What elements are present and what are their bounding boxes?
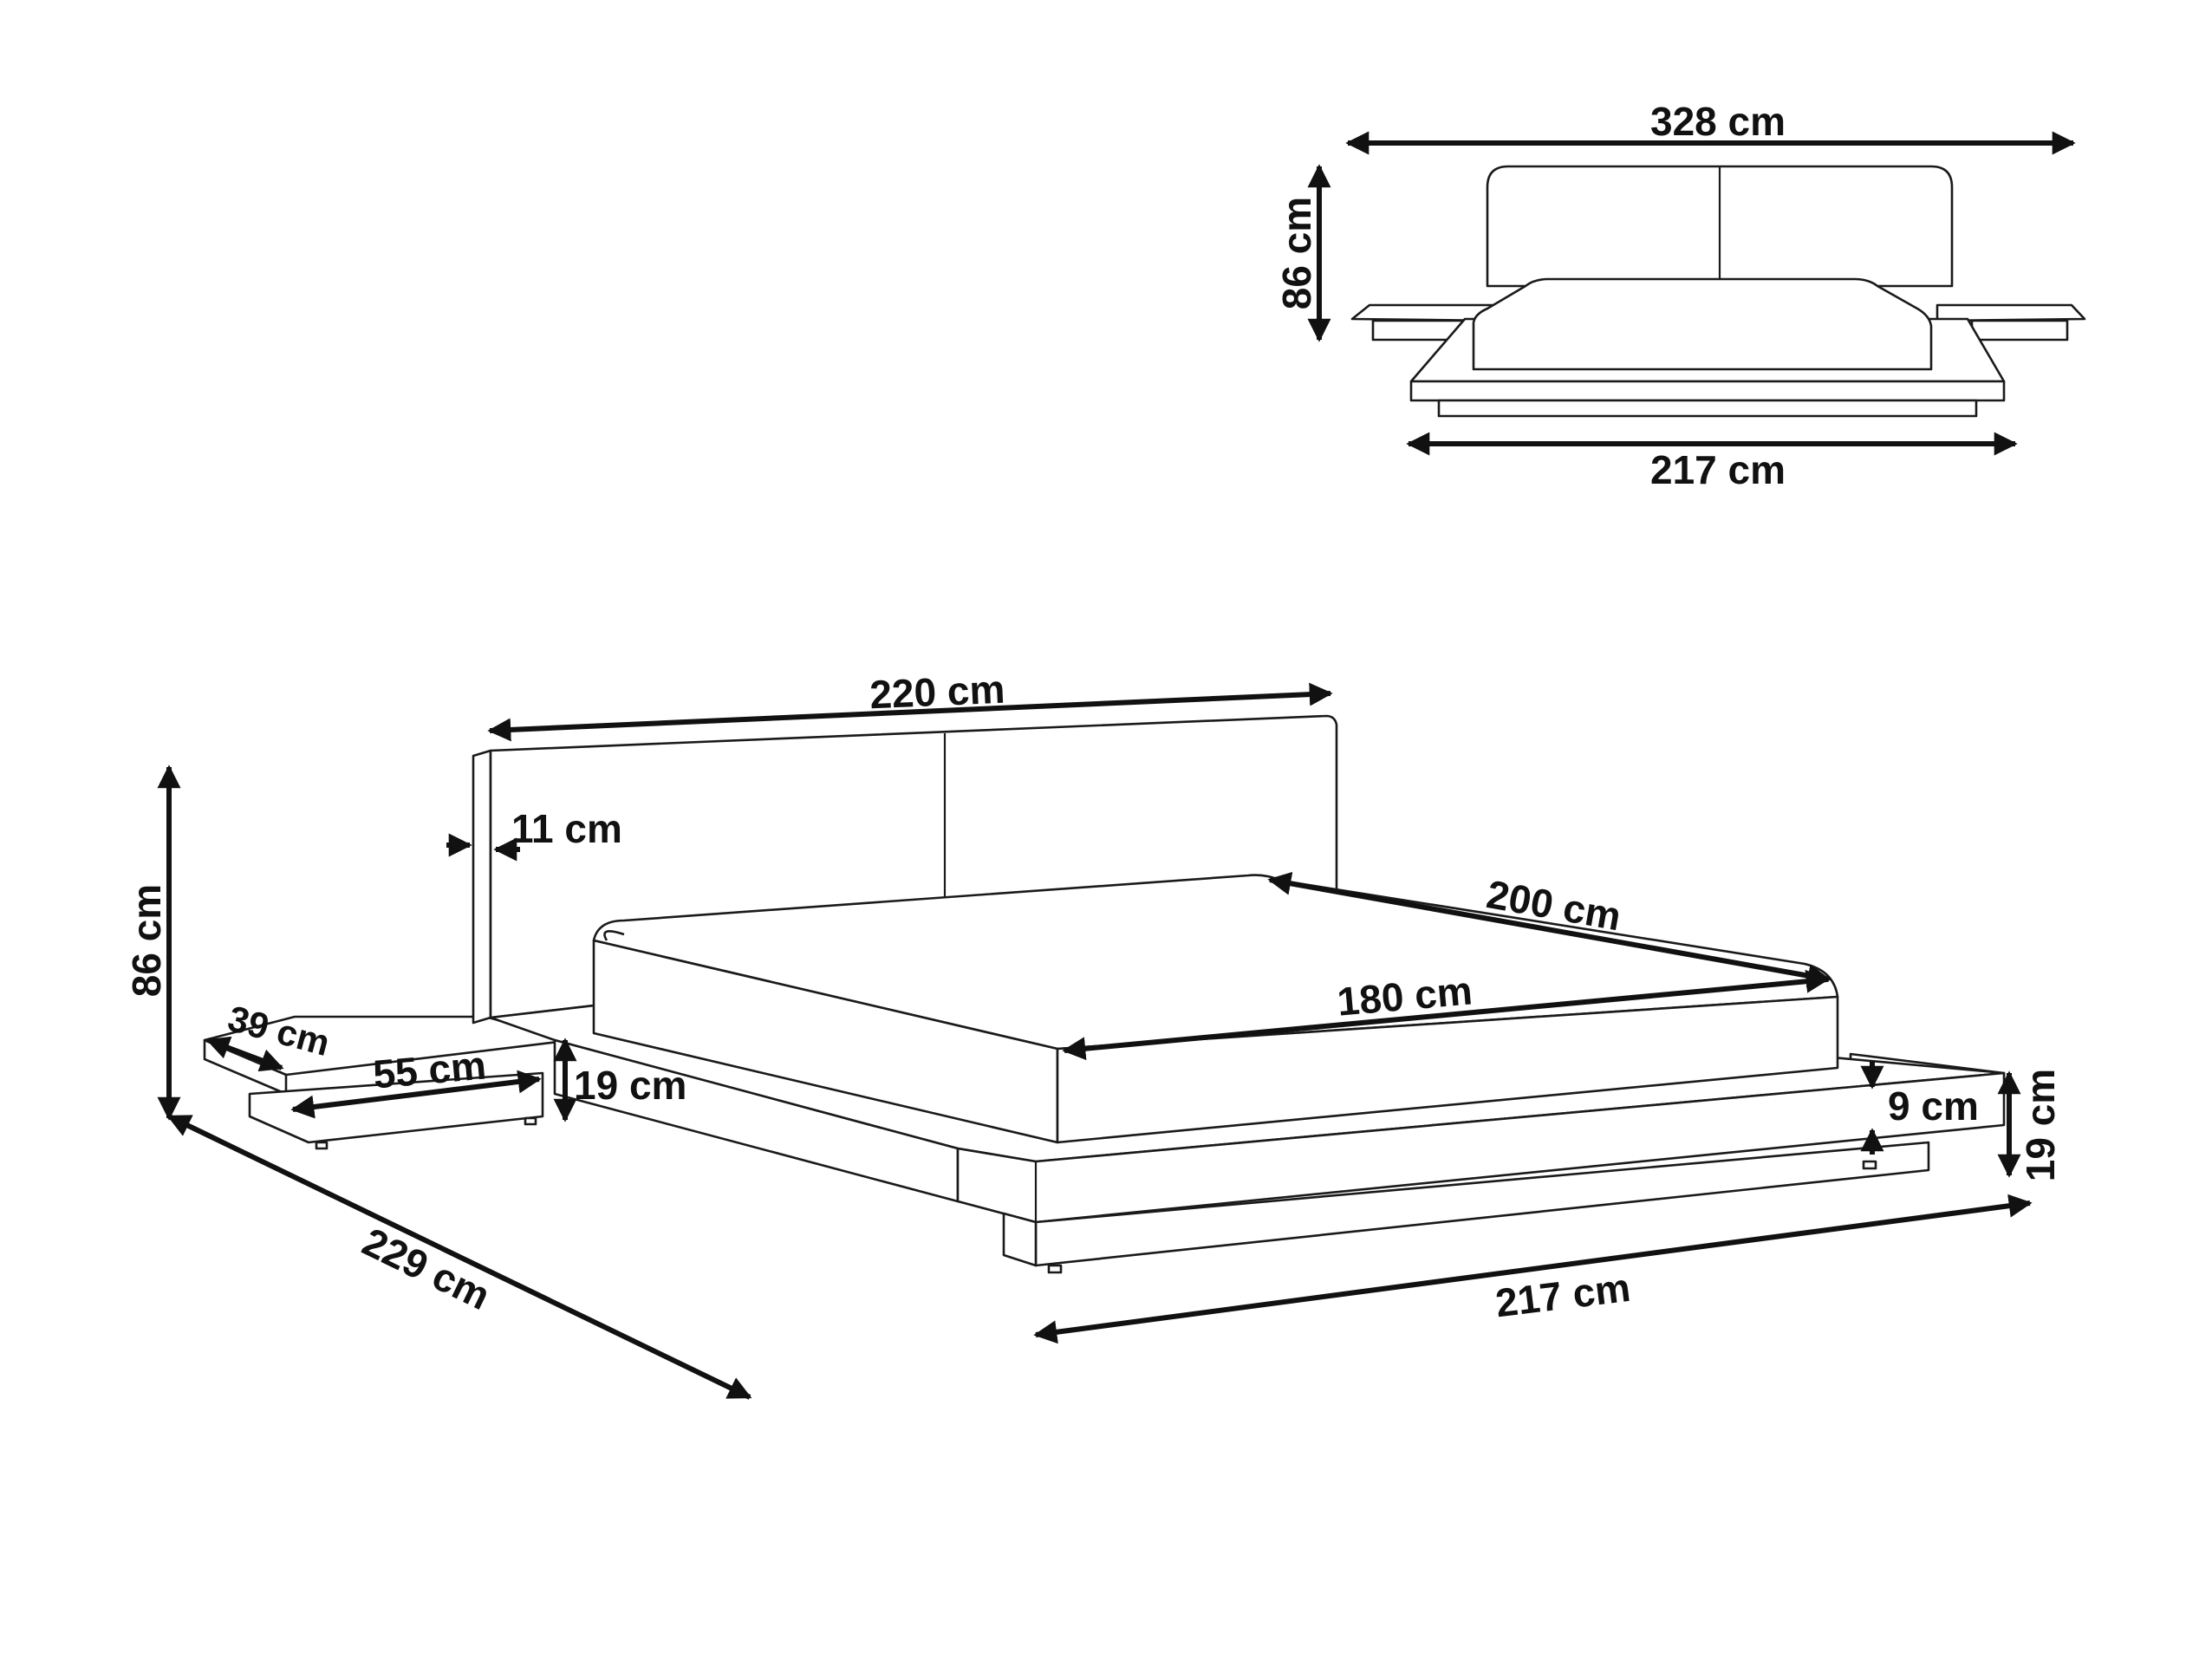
frame-width-dimension <box>1033 1194 2033 1344</box>
front-height-label: 86 cm <box>1274 197 1319 309</box>
nightstand-depth-dimension <box>205 1036 284 1072</box>
nightstand-foot-right <box>524 1116 537 1126</box>
frame-length-dimension <box>166 1114 752 1400</box>
front-total-width-label: 328 cm <box>1650 99 1786 144</box>
headboard-side <box>472 749 492 1025</box>
foot-front <box>1047 1264 1063 1274</box>
platform-plinth-side <box>1002 1212 1038 1267</box>
front-platform-face <box>1409 380 2006 402</box>
front-plinth <box>1437 399 1978 418</box>
frame-length-label: 229 cm <box>356 1219 498 1318</box>
nightstand-height-label: 19 cm <box>574 1063 686 1108</box>
front-nightstand-right-drawer <box>1970 319 2069 342</box>
total-height-label: 86 cm <box>124 884 169 997</box>
front-base-width-label: 217 cm <box>1650 447 1786 492</box>
mattress-length-dimension <box>1267 871 1831 988</box>
nightstand-width-label: 55 cm <box>371 1042 487 1096</box>
headboard-thickness-label: 11 cm <box>511 806 622 851</box>
front-mattress <box>1472 277 1933 371</box>
headboard-width-label: 220 cm <box>869 667 1005 718</box>
nightstand-foot-left <box>315 1141 329 1150</box>
mattress-width-dimension <box>1062 969 1830 1061</box>
headboard-width-dimension <box>487 682 1333 742</box>
front-view-drawing <box>1350 165 2086 418</box>
nightstand-width-dimension <box>290 1070 542 1119</box>
foot-right <box>1862 1160 1877 1170</box>
front-nightstand-right <box>1936 303 2086 322</box>
platform-thickness-label: 9 cm <box>1888 1083 1979 1129</box>
perspective-view-drawing <box>203 714 2006 1274</box>
frame-height-label: 19 cm <box>2018 1069 2063 1181</box>
